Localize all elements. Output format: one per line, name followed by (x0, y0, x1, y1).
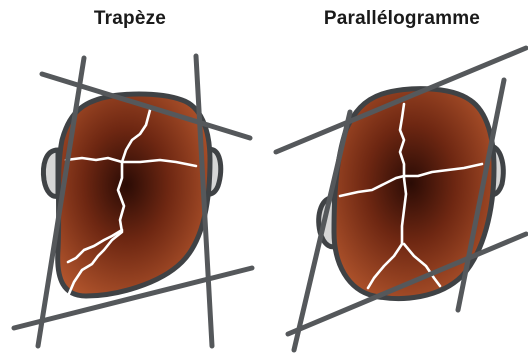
trapeze-diagram (0, 0, 264, 353)
head-shape (58, 94, 210, 296)
parallelogramme-diagram (264, 0, 528, 353)
panel-trapeze: Trapèze (0, 0, 264, 353)
ear-left (43, 150, 58, 196)
panel-parallelogramme: Parallélogramme (264, 0, 528, 353)
